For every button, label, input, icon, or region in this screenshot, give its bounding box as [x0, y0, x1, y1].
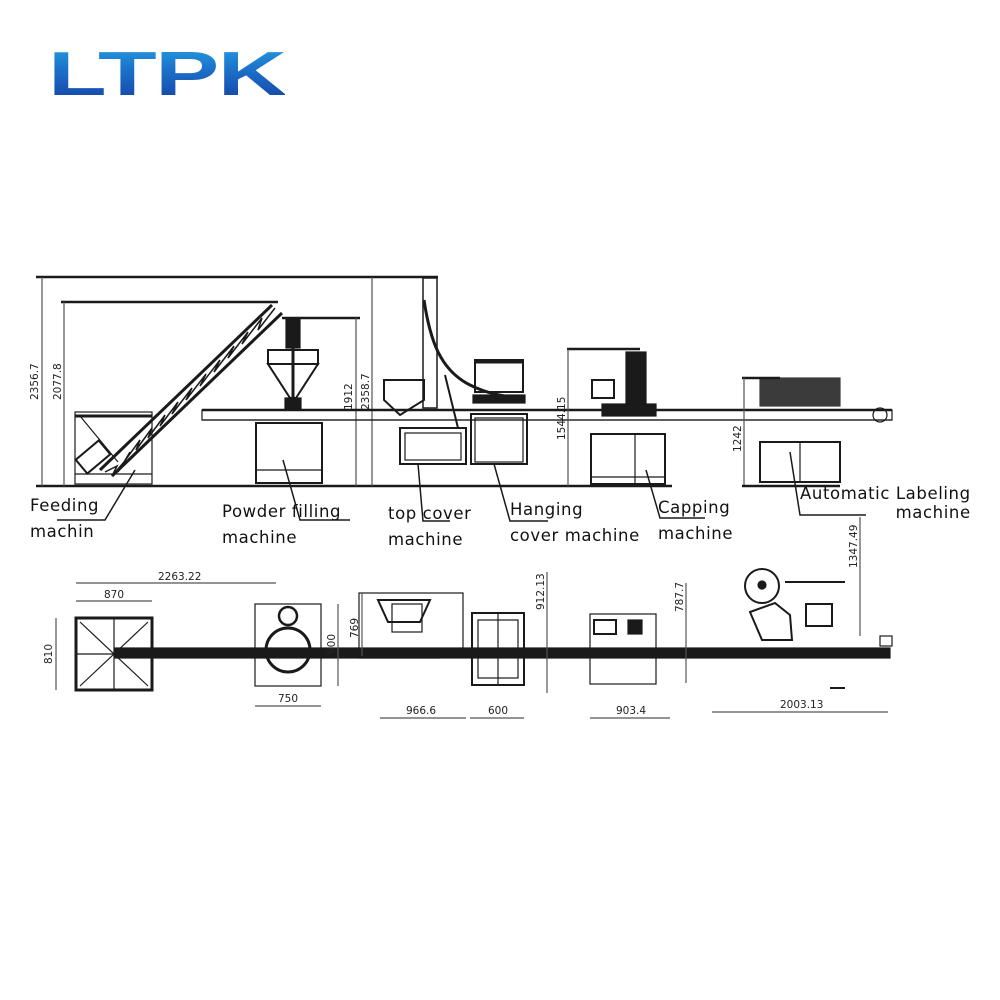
label-line1: Powder filling — [222, 502, 342, 521]
dim-labeling-width: 2003.13 — [780, 699, 823, 711]
powder-filling-machine-top — [254, 603, 322, 687]
label-line2: cover machine — [510, 526, 640, 545]
dim-labeling-depth: 1347.49 — [848, 525, 860, 568]
dim-hanging-cover-depth: 912.13 — [535, 573, 547, 610]
main-conveyor-side — [201, 408, 893, 421]
ltpk-logo: LTPK — [48, 40, 293, 109]
label-hanging-cover-machine: Hanging cover machine — [510, 497, 640, 549]
label-line2: machin — [30, 522, 95, 541]
powder-filling-machine-side — [255, 317, 323, 484]
label-capping-machine: Capping machine — [658, 495, 733, 547]
dim-top-cover-depth: 769 — [349, 618, 361, 638]
feeding-machine-side — [74, 303, 284, 485]
dim-capping-width: 903.4 — [616, 705, 646, 717]
label-line2: machine — [222, 528, 298, 547]
label-automatic-labeling-machine: Automatic Labeling machine — [800, 484, 971, 522]
label-line2: machine — [388, 530, 464, 549]
dim-top-cover-height: 2358.7 — [360, 373, 372, 410]
label-line1: Hanging — [510, 500, 584, 519]
dim-overall-height: 2356.7 — [29, 363, 41, 400]
dim-top-cover-width: 966.6 — [406, 705, 436, 717]
label-line2: machine — [658, 524, 734, 543]
dim-labeling-height: 1242 — [732, 425, 744, 452]
label-powder-filling-machine: Powder filling machine — [222, 499, 341, 551]
dim-feeder-to-filler: 2263.22 — [158, 571, 201, 583]
dim-filler-width: 750 — [278, 693, 298, 705]
label-feeding-machine: Feeding machin — [30, 493, 99, 545]
dim-capping-height: 1544.15 — [556, 397, 568, 440]
label-top-cover-machine: top cover machine — [388, 501, 472, 553]
label-line1: Feeding — [30, 496, 100, 515]
top-cover-machine-side — [383, 277, 521, 465]
top-cover-machine-top — [358, 592, 464, 659]
label-line1: Automatic Labeling — [800, 484, 971, 503]
dim-capping-depth: 787.7 — [674, 582, 686, 612]
hanging-cover-machine-top — [471, 612, 525, 686]
label-line2: machine — [895, 503, 971, 522]
dim-filler-depth: 900 — [326, 634, 338, 654]
capping-machine-top — [589, 613, 657, 685]
labeling-machine-top — [744, 568, 893, 689]
dim-feeder-depth: 810 — [43, 644, 55, 664]
labeling-machine-side — [742, 376, 888, 488]
label-line1: Capping — [658, 498, 731, 517]
capping-machine-side — [567, 347, 672, 488]
dim-filler-height: 1912 — [343, 383, 355, 410]
dim-hanging-cover-width: 600 — [488, 705, 508, 717]
dim-feeder-height: 2077.8 — [52, 363, 64, 400]
dim-feeder-width: 870 — [104, 589, 124, 601]
conveyor-top — [114, 647, 891, 659]
label-line1: top cover — [388, 504, 472, 523]
logo-text: LTPK — [48, 38, 287, 112]
feeding-machine-top — [74, 616, 154, 692]
hanging-cover-machine-side — [470, 359, 528, 465]
